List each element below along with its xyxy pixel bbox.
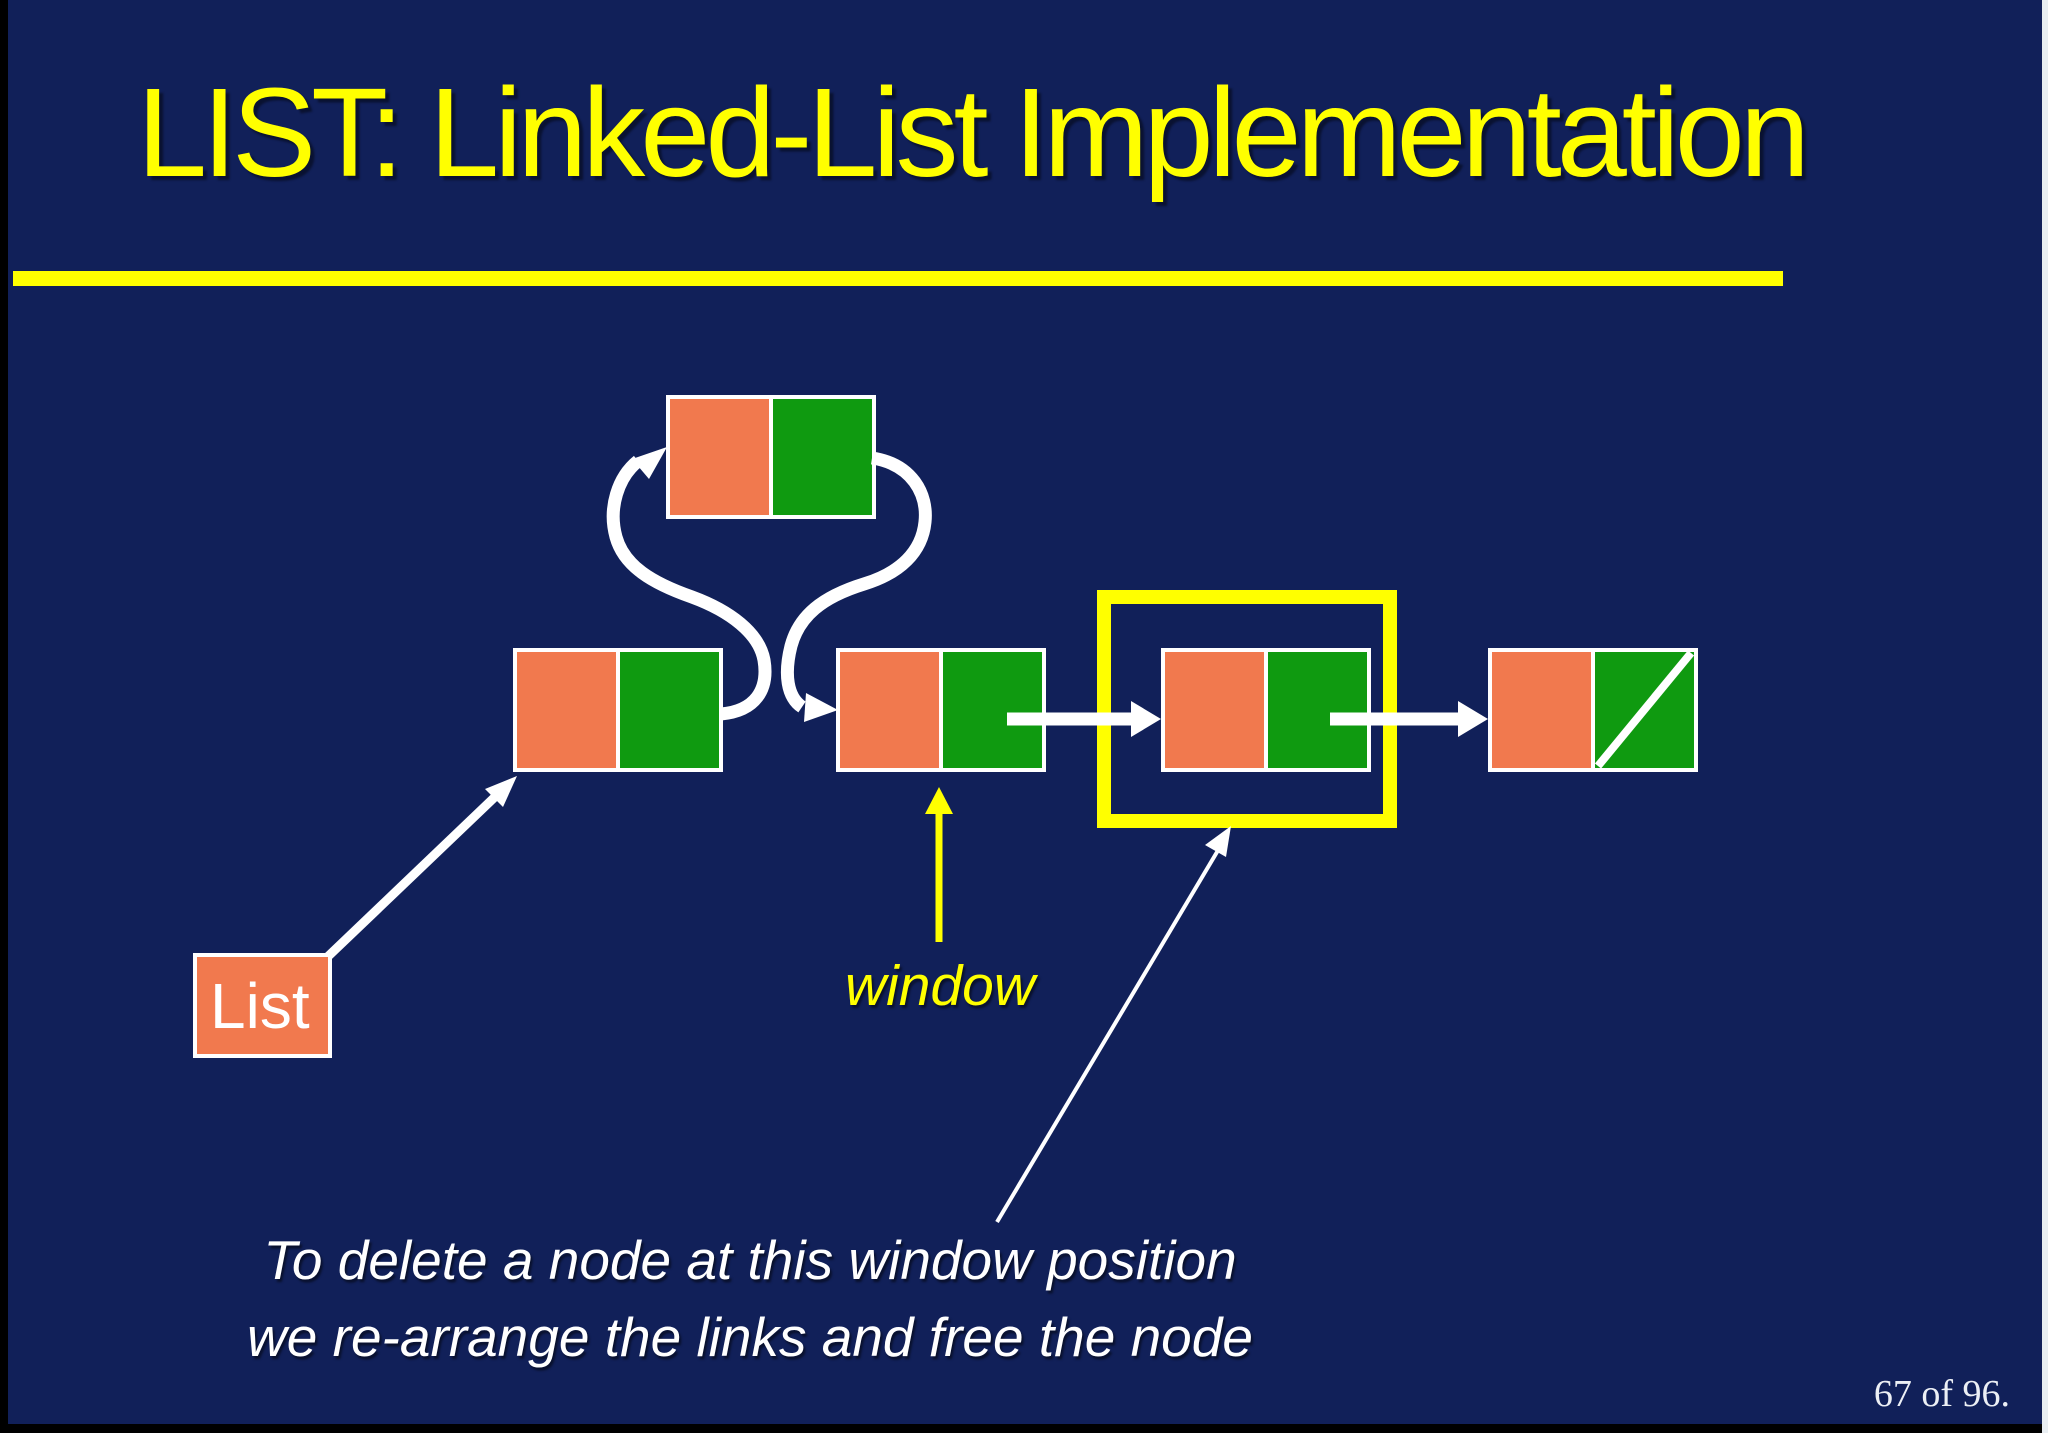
data-cell [1488,648,1595,772]
pointer-cell [616,648,723,772]
arrowhead [1205,826,1231,857]
node-1 [513,648,723,772]
window-arrow [925,787,953,942]
arrowhead [485,776,517,807]
slide-left-edge [0,0,8,1433]
data-cell [836,648,943,772]
data-cell [666,395,773,519]
top-node [666,395,876,519]
pointer-cell [939,648,1046,772]
window-label: window [844,954,1036,1018]
node-4 [1488,648,1698,772]
list-pointer-box: List [193,953,332,1058]
arrow-node2-to-node3 [1007,701,1161,737]
null-slash-icon [1594,650,1695,769]
arrowhead [804,693,838,722]
list-pointer-label: List [210,969,310,1042]
caption-line-2: we re-arrange the links and free the nod… [247,1306,1253,1368]
caption-line-1: To delete a node at this window position [263,1229,1237,1291]
arrowhead [1458,701,1488,737]
title-underline-rule [13,271,1783,286]
pointer-cell [769,395,876,519]
node-2 [836,648,1046,772]
data-cell [513,648,620,772]
arrow-node3-to-node4 [1330,701,1488,737]
slide-title: LIST: Linked-List Implementation [137,62,1810,203]
slide-right-edge [2042,0,2048,1433]
pointer-cell [1264,648,1371,772]
data-cell [1161,648,1268,772]
arrow-topnode-to-node2 [780,451,932,722]
arrowhead [925,787,953,814]
arrow-node1-to-topnode [606,447,772,721]
node-3 [1161,648,1371,772]
page-indicator: 67 of 96. [1873,1373,2010,1415]
arrow-list-to-node1 [314,776,517,970]
arrowhead [632,447,667,479]
slide-bottom-edge [0,1424,2048,1433]
highlight-box [1097,590,1397,828]
caption: To delete a node at this window position… [140,1222,1360,1376]
arrowhead [1131,701,1161,737]
caption-annotation-arrow [995,826,1231,1224]
